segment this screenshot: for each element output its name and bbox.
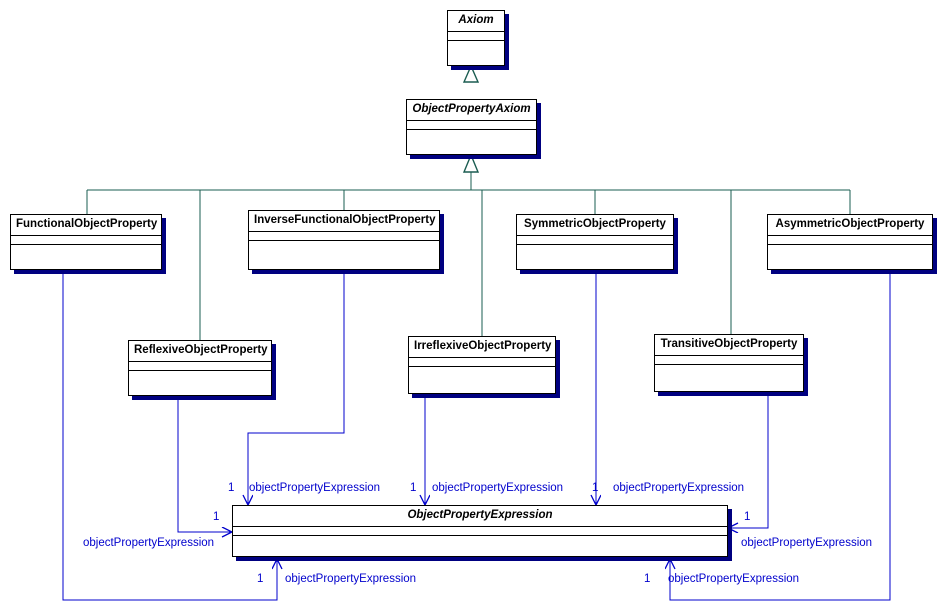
class-attributes-asymmetricobjectproperty bbox=[768, 236, 932, 245]
association-multiplicity-functional: 1 bbox=[257, 573, 264, 585]
class-attributes-reflexiveobjectproperty bbox=[129, 362, 271, 371]
association-transitive bbox=[728, 392, 769, 528]
class-box-axiom[interactable]: Axiom bbox=[447, 10, 505, 66]
association-role-transitive: objectPropertyExpression bbox=[741, 537, 873, 549]
class-name-objectpropertyexpression: ObjectPropertyExpression bbox=[233, 506, 727, 527]
class-name-symmetricobjectproperty: SymmetricObjectProperty bbox=[517, 215, 673, 236]
class-operations-irreflexiveobjectproperty bbox=[409, 367, 555, 394]
class-name-transitiveobjectproperty: TransitiveObjectProperty bbox=[655, 335, 803, 356]
class-operations-functionalobjectproperty bbox=[11, 245, 161, 270]
class-attributes-functionalobjectproperty bbox=[11, 236, 161, 245]
class-name-functionalobjectproperty: FunctionalObjectProperty bbox=[11, 215, 161, 236]
class-attributes-axiom bbox=[448, 32, 504, 41]
association-role-reflexive: objectPropertyExpression bbox=[83, 537, 215, 549]
generalization-arrowhead-opaxiom bbox=[462, 153, 480, 173]
class-box-reflexiveobjectproperty[interactable]: ReflexiveObjectProperty bbox=[128, 340, 272, 396]
association-multiplicity-irreflexive: 1 bbox=[410, 482, 417, 494]
class-box-transitiveobjectproperty[interactable]: TransitiveObjectProperty bbox=[654, 334, 804, 392]
class-name-objectpropertyaxiom: ObjectPropertyAxiom bbox=[407, 100, 536, 121]
generalization-arrowhead-axiom bbox=[462, 64, 480, 83]
class-attributes-inversefunctionalobjectproperty bbox=[249, 232, 439, 241]
association-role-invfunctional: objectPropertyExpression bbox=[249, 482, 381, 494]
class-operations-transitiveobjectproperty bbox=[655, 365, 803, 392]
association-multiplicity-invfunctional: 1 bbox=[228, 482, 235, 494]
class-box-inversefunctionalobjectproperty[interactable]: InverseFunctionalObjectProperty bbox=[248, 210, 440, 270]
class-operations-symmetricobjectproperty bbox=[517, 245, 673, 270]
class-attributes-symmetricobjectproperty bbox=[517, 236, 673, 245]
class-operations-objectpropertyexpression bbox=[233, 536, 727, 557]
class-name-reflexiveobjectproperty: ReflexiveObjectProperty bbox=[129, 341, 271, 362]
class-attributes-irreflexiveobjectproperty bbox=[409, 358, 555, 367]
association-multiplicity-symmetric: 1 bbox=[592, 482, 599, 494]
class-name-irreflexiveobjectproperty: IrreflexiveObjectProperty bbox=[409, 337, 555, 358]
association-multiplicity-reflexive: 1 bbox=[213, 511, 220, 523]
class-name-asymmetricobjectproperty: AsymmetricObjectProperty bbox=[768, 215, 932, 236]
class-box-objectpropertyexpression[interactable]: ObjectPropertyExpression bbox=[232, 505, 728, 557]
class-name-axiom: Axiom bbox=[448, 11, 504, 32]
association-role-irreflexive: objectPropertyExpression bbox=[432, 482, 564, 494]
class-attributes-objectpropertyaxiom bbox=[407, 121, 536, 130]
class-box-symmetricobjectproperty[interactable]: SymmetricObjectProperty bbox=[516, 214, 674, 270]
class-operations-inversefunctionalobjectproperty bbox=[249, 241, 439, 270]
class-attributes-objectpropertyexpression bbox=[233, 527, 727, 536]
association-role-symmetric: objectPropertyExpression bbox=[613, 482, 745, 494]
association-role-asymmetric: objectPropertyExpression bbox=[668, 573, 800, 585]
class-name-inversefunctionalobjectproperty: InverseFunctionalObjectProperty bbox=[249, 211, 439, 232]
association-multiplicity-transitive: 1 bbox=[744, 511, 751, 523]
class-operations-objectpropertyaxiom bbox=[407, 130, 536, 155]
association-reflexive bbox=[177, 396, 232, 532]
class-operations-asymmetricobjectproperty bbox=[768, 245, 932, 270]
class-box-functionalobjectproperty[interactable]: FunctionalObjectProperty bbox=[10, 214, 162, 270]
class-box-asymmetricobjectproperty[interactable]: AsymmetricObjectProperty bbox=[767, 214, 933, 270]
association-role-functional: objectPropertyExpression bbox=[285, 573, 417, 585]
class-box-objectpropertyaxiom[interactable]: ObjectPropertyAxiom bbox=[406, 99, 537, 155]
class-operations-axiom bbox=[448, 41, 504, 66]
class-box-irreflexiveobjectproperty[interactable]: IrreflexiveObjectProperty bbox=[408, 336, 556, 394]
association-multiplicity-asymmetric: 1 bbox=[644, 573, 651, 585]
class-attributes-transitiveobjectproperty bbox=[655, 356, 803, 365]
class-operations-reflexiveobjectproperty bbox=[129, 371, 271, 396]
